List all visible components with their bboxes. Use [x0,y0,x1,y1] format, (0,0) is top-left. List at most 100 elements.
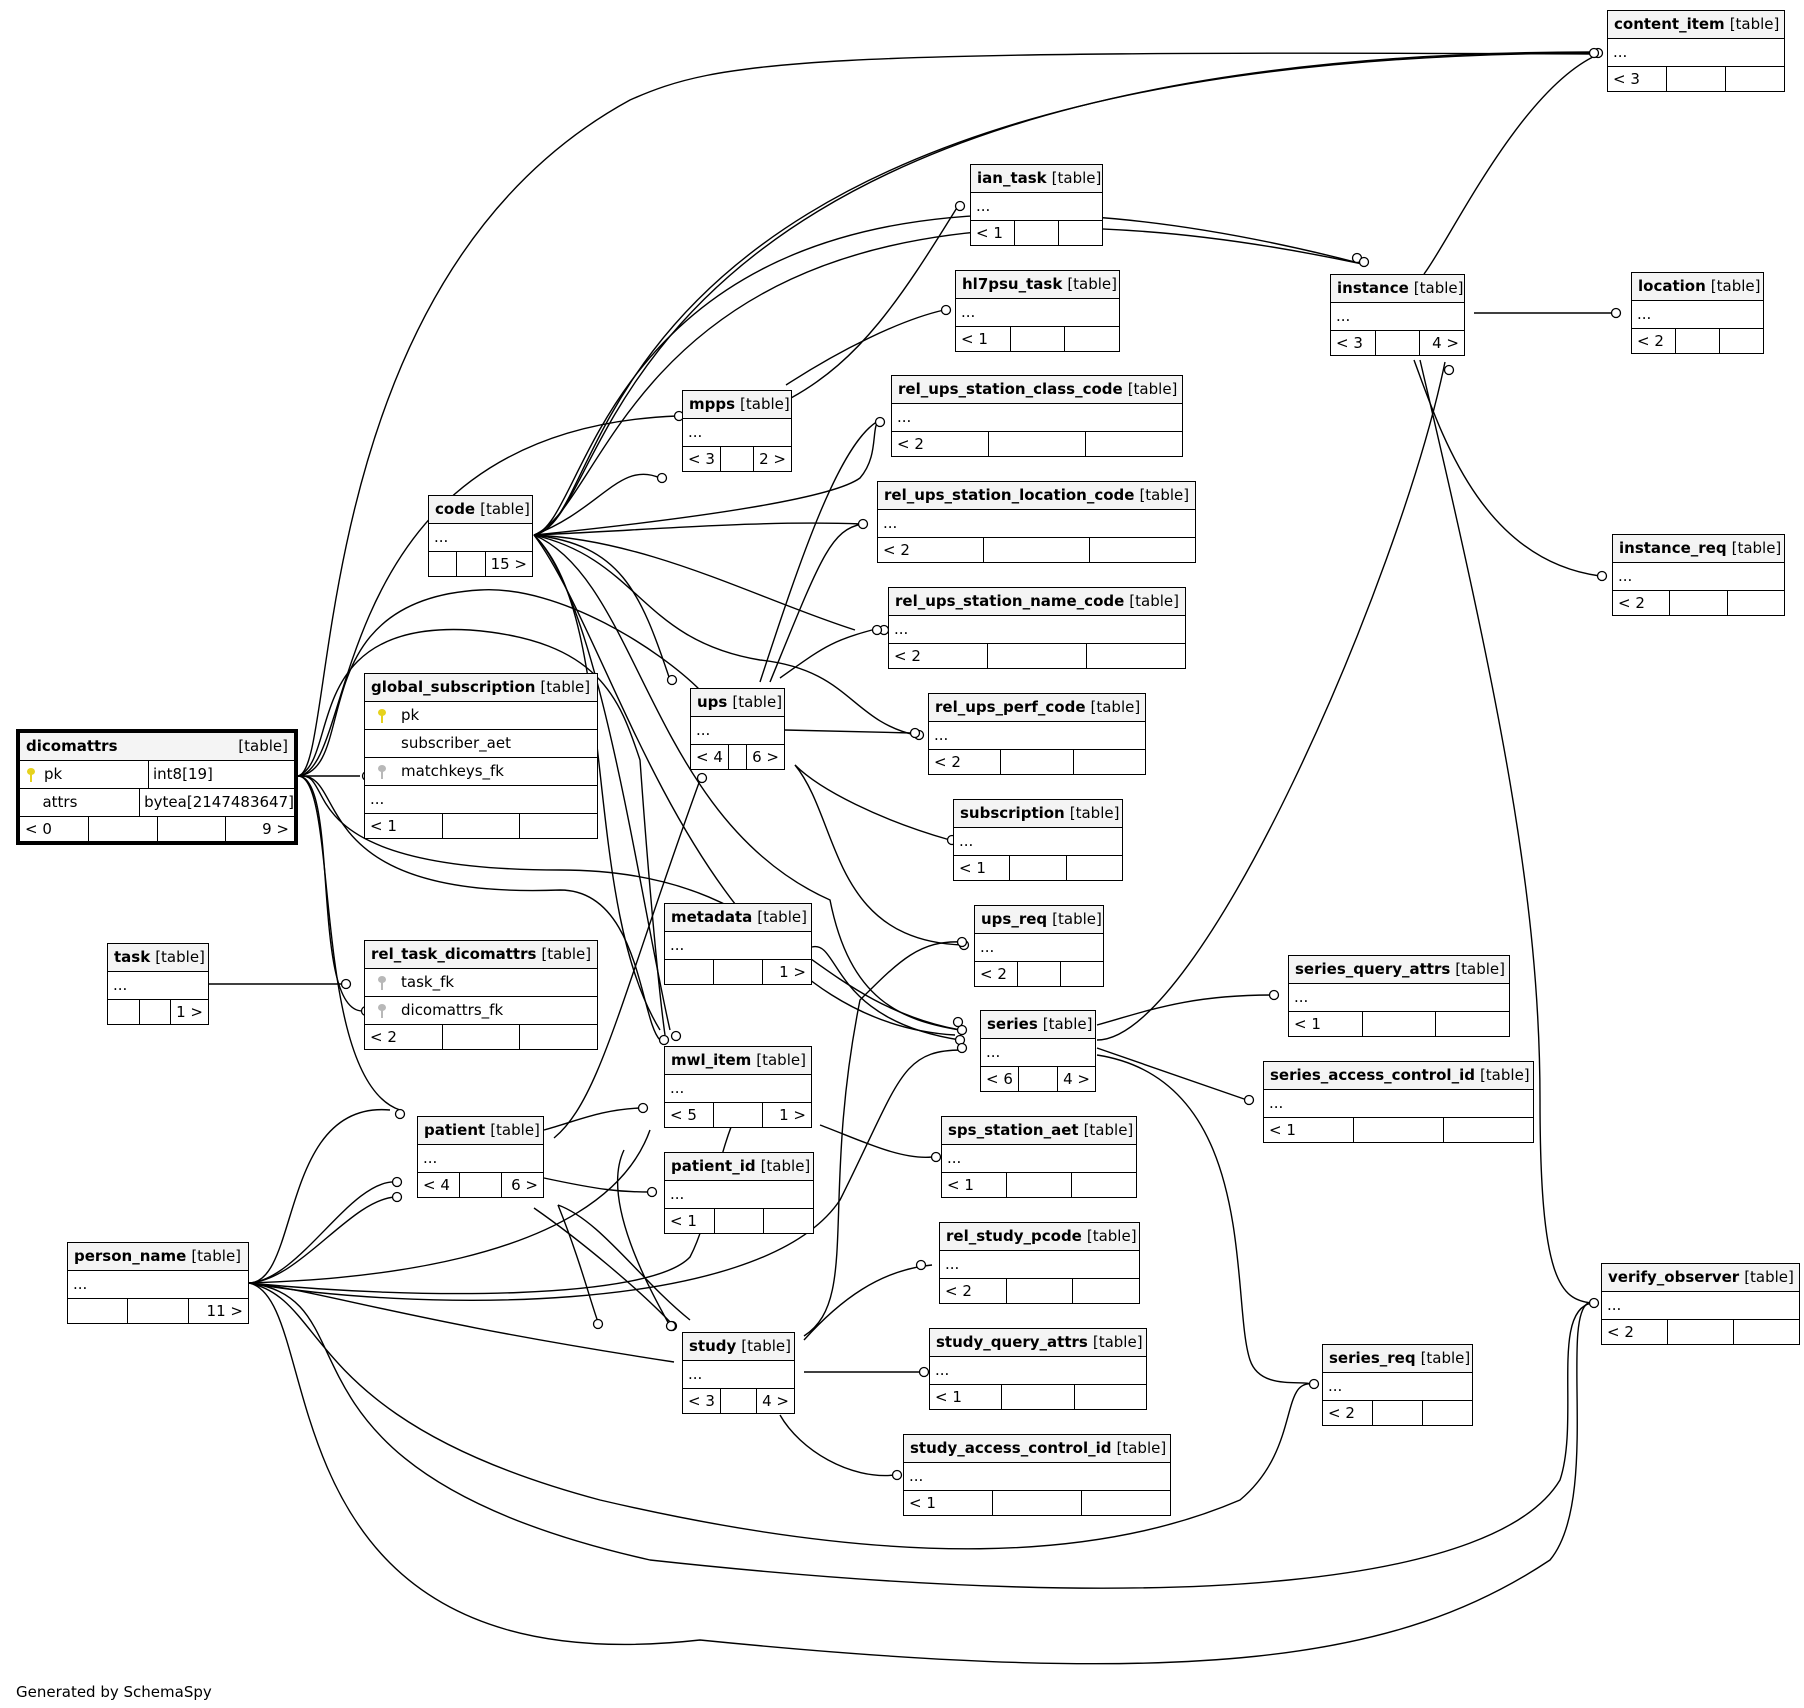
table-rel_ups_station_class_code[interactable]: rel_ups_station_class_code[table] ... < … [891,375,1183,457]
parents-link[interactable]: < 3 [1336,333,1363,352]
children-link[interactable] [1064,327,1119,351]
parents-link[interactable]: < 1 [370,816,397,835]
parents-link[interactable]: < 2 [894,646,921,665]
parents-link[interactable] [665,960,713,984]
table-instance_req[interactable]: instance_req[table] ... < 2 [1612,534,1785,616]
table-series_req[interactable]: series_req[table] ... < 2 [1322,1344,1473,1426]
parents-link[interactable]: < 2 [945,1281,972,1300]
table-ian_task[interactable]: ian_task[table] ... < 1 [970,164,1103,246]
table-global_subscription[interactable]: global_subscription[table] pk subscriber… [364,673,598,839]
children-link[interactable]: 6 > [501,1173,543,1197]
parents-link[interactable]: < 6 [986,1069,1013,1088]
table-study_access_control_id[interactable]: study_access_control_id[table] ... < 1 [903,1434,1171,1516]
parents-link[interactable]: < 4 [423,1175,450,1194]
parents-link[interactable]: < 1 [909,1493,936,1512]
parents-link[interactable]: < 2 [1328,1403,1355,1422]
parents-link[interactable]: < 2 [370,1027,397,1046]
parents-link[interactable]: < 2 [934,752,961,771]
children-link[interactable] [1089,538,1195,562]
parents-link[interactable]: < 3 [688,1391,715,1410]
parents-link[interactable]: < 1 [959,858,986,877]
table-rel_task_dicomattrs[interactable]: rel_task_dicomattrs[table] task_fk dicom… [364,940,598,1050]
children-link[interactable]: 2 > [753,447,791,471]
parents-link[interactable] [108,1000,139,1024]
table-series_query_attrs[interactable]: series_query_attrs[table] ... < 1 [1288,955,1510,1037]
table-content_item[interactable]: content_item[table] ... < 3 [1607,10,1785,92]
parents-link[interactable]: < 1 [670,1211,697,1230]
children-link[interactable] [1086,644,1185,668]
children-link[interactable] [1422,1401,1472,1425]
table-series_access_control_id[interactable]: series_access_control_id[table] ... < 1 [1263,1061,1534,1143]
children-link[interactable]: 1 > [170,1000,208,1024]
children-link[interactable]: 15 > [484,552,532,576]
children-link[interactable] [1719,329,1763,353]
children-link[interactable] [519,1025,597,1049]
table-task[interactable]: task[table] ... 1 > [107,943,209,1025]
table-code[interactable]: code[table] ... 15 > [428,495,533,577]
children-link[interactable]: 4 > [756,1389,794,1413]
table-sps_station_aet[interactable]: sps_station_aet[table] ... < 1 [941,1116,1137,1198]
parents-link[interactable]: < 0 [25,819,52,838]
parents-link[interactable]: < 1 [961,329,988,348]
table-rel_ups_station_name_code[interactable]: rel_ups_station_name_code[table] ... < 2 [888,587,1186,669]
table-subscription[interactable]: subscription[table] ... < 1 [953,799,1123,881]
children-link[interactable]: 1 > [762,960,811,984]
table-location[interactable]: location[table] ... < 2 [1631,272,1764,354]
parents-link[interactable]: < 2 [883,540,910,559]
children-link[interactable] [1725,67,1784,91]
children-link[interactable] [1058,221,1102,245]
children-link[interactable]: 4 > [1419,331,1464,355]
children-link[interactable] [1073,1385,1146,1409]
children-link[interactable]: 1 > [762,1103,811,1127]
children-link[interactable] [1726,591,1784,615]
children-link[interactable] [763,1209,813,1233]
children-link[interactable] [1733,1320,1799,1344]
children-link[interactable]: 6 > [746,745,784,769]
parents-link[interactable]: < 1 [976,223,1003,242]
parents-link[interactable]: < 1 [935,1387,962,1406]
table-hl7psu_task[interactable]: hl7psu_task[table] ... < 1 [955,270,1120,352]
parents-link[interactable]: < 2 [1637,331,1664,350]
parents-link[interactable]: < 2 [1618,593,1645,612]
parents-link[interactable]: < 5 [670,1105,697,1124]
table-rel_ups_station_location_code[interactable]: rel_ups_station_location_code[table] ...… [877,481,1196,563]
parents-link[interactable]: < 2 [980,964,1007,983]
children-link[interactable] [1443,1118,1533,1142]
table-rel_study_pcode[interactable]: rel_study_pcode[table] ... < 2 [939,1222,1140,1304]
children-link[interactable] [519,814,597,838]
table-verify_observer[interactable]: verify_observer[table] ... < 2 [1601,1263,1800,1345]
children-link[interactable]: 9 > [225,817,294,841]
parents-link[interactable]: < 2 [897,434,924,453]
parents-link[interactable]: < 4 [696,747,723,766]
table-person_name[interactable]: person_name[table] ... 11 > [67,1242,249,1324]
table-study_query_attrs[interactable]: study_query_attrs[table] ... < 1 [929,1328,1147,1410]
parents-link[interactable]: < 1 [947,1175,974,1194]
table-patient_id[interactable]: patient_id[table] ... < 1 [664,1152,814,1234]
children-link[interactable] [1071,1173,1136,1197]
parents-link[interactable] [429,552,456,576]
parents-link[interactable] [68,1299,127,1323]
children-link[interactable]: 4 > [1056,1067,1095,1091]
children-link[interactable] [1060,962,1103,986]
table-ups_req[interactable]: ups_req[table] ... < 2 [974,905,1104,987]
children-link[interactable] [1085,432,1182,456]
table-rel_ups_perf_code[interactable]: rel_ups_perf_code[table] ... < 2 [928,693,1146,775]
children-link[interactable] [1081,1491,1170,1515]
parents-link[interactable]: < 3 [1613,69,1640,88]
children-link[interactable] [1072,1279,1139,1303]
children-link[interactable] [1072,750,1145,774]
parents-link[interactable]: < 2 [1607,1322,1634,1341]
parents-link[interactable]: < 1 [1269,1120,1296,1139]
children-link[interactable] [1435,1012,1509,1036]
parents-link[interactable]: < 1 [1294,1014,1321,1033]
children-link[interactable] [1065,856,1122,880]
children-link[interactable]: 11 > [187,1299,248,1323]
